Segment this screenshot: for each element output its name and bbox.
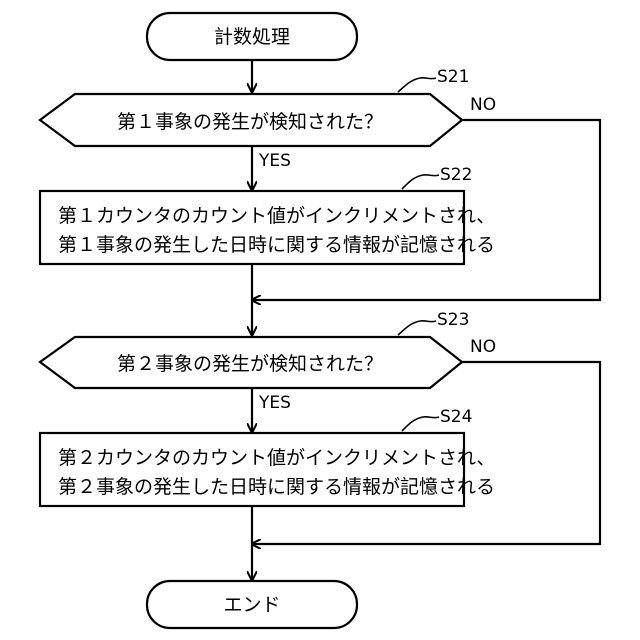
step-s23: S23 [437,310,469,330]
process-s22-line2: 第１事象の発生した日時に関する情報が記憶される [58,234,495,256]
decision-s21-no-label: NO [470,95,496,115]
s24-leader [402,417,439,431]
end-label: エンド [223,594,280,616]
process-s22-line1: 第１カウンタのカウント値がインクリメントされ、 [58,205,495,227]
step-s24: S24 [440,407,472,427]
step-s21: S21 [437,67,469,87]
s21-leader [398,78,436,92]
end-terminal: エンド [147,581,357,628]
decision-s21-yes-label: YES [258,151,291,171]
process-s24: 第２カウンタのカウント値がインクリメントされ、 第２事象の発生した日時に関する情… [40,433,495,506]
start-terminal: 計数処理 [147,13,357,60]
decision-s23-no-label: NO [470,337,496,357]
process-s24-line2: 第２事象の発生した日時に関する情報が記憶される [58,476,495,498]
decision-s21: 第１事象の発生が検知された？ [40,94,462,146]
s22-leader [402,175,439,189]
process-s24-line1: 第２カウンタのカウント値がインクリメントされ、 [58,447,495,469]
decision-s23-label: 第２事象の発生が検知された？ [117,353,383,375]
process-s22: 第１カウンタのカウント値がインクリメントされ、 第１事象の発生した日時に関する情… [40,191,495,264]
decision-s21-label: 第１事象の発生が検知された？ [117,111,383,133]
decision-s23-yes-label: YES [258,393,291,413]
step-s22: S22 [440,165,472,185]
s23-leader [398,321,436,335]
start-label: 計数処理 [214,26,290,48]
decision-s23: 第２事象の発生が検知された？ [40,337,462,388]
